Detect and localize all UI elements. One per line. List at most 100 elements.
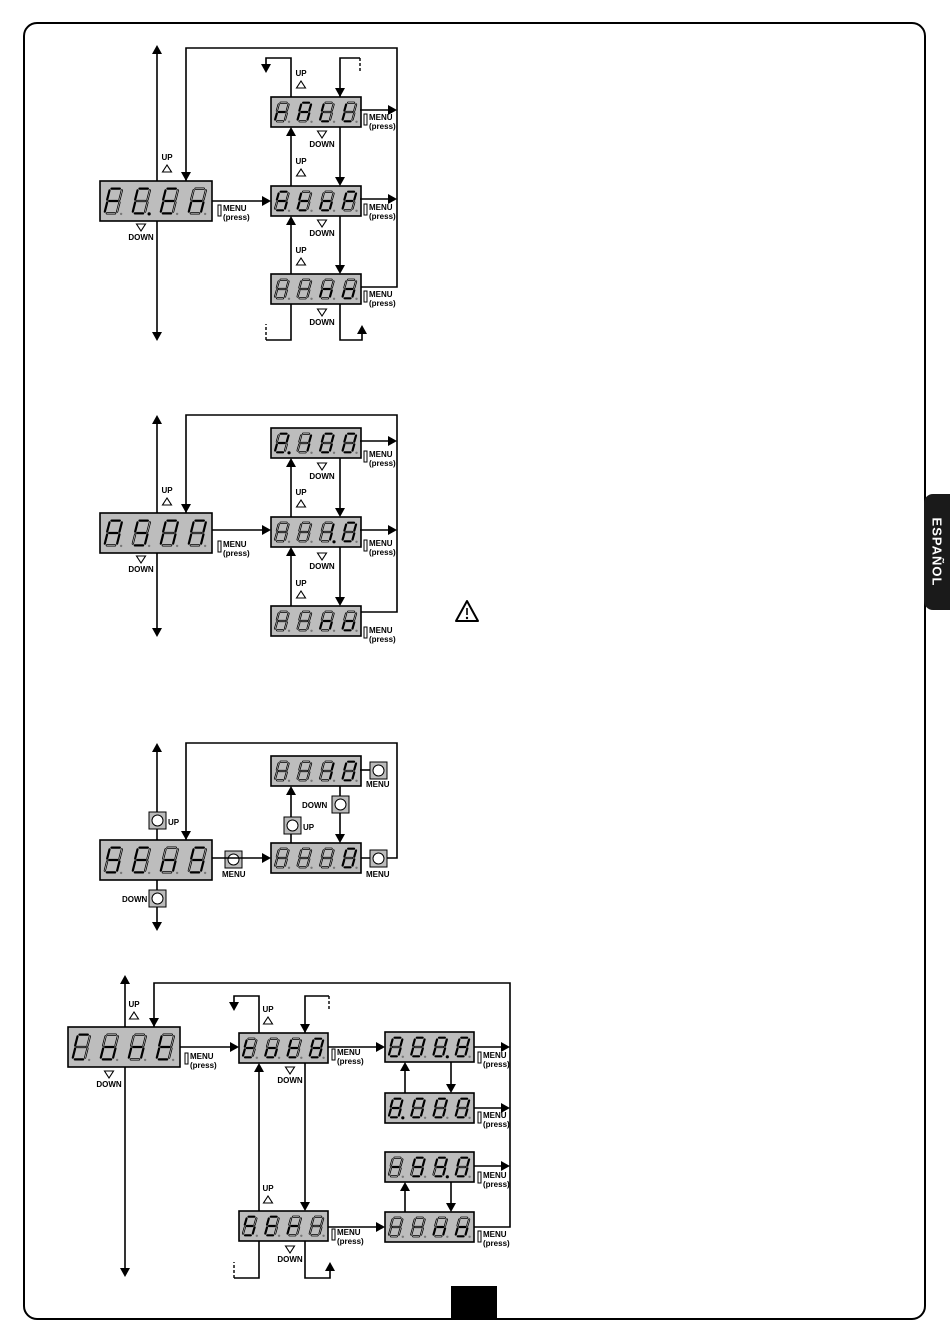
- segment-dot-off: [468, 1235, 471, 1239]
- arrowhead: [286, 458, 296, 467]
- segment-off-fill: [321, 1218, 324, 1225]
- language-tab: ESPAÑOL: [924, 494, 950, 610]
- up-label: UP: [303, 823, 315, 832]
- segment-dot-off: [355, 297, 358, 300]
- segment-on: [343, 762, 348, 771]
- press-label: (press): [483, 1180, 510, 1189]
- segment-off-fill: [307, 859, 310, 866]
- segment-dot-off: [147, 871, 151, 875]
- segment-off-fill: [319, 1227, 322, 1234]
- segment-off-fill: [352, 113, 355, 120]
- segment-on: [351, 771, 356, 780]
- segment-on: [442, 1227, 447, 1236]
- segment-on: [343, 849, 348, 858]
- segment-dot-off: [287, 209, 291, 212]
- segment-dot-off: [287, 120, 291, 124]
- menu-press-icon: [363, 203, 368, 216]
- segment-off-fill: [319, 772, 323, 779]
- segment-dot-off: [468, 1116, 471, 1120]
- round-button-icon: [227, 853, 240, 866]
- segment-on: [251, 1226, 256, 1235]
- segment-on: [320, 434, 325, 443]
- segment-dot-off: [255, 1234, 259, 1238]
- segment-off-fill: [274, 202, 278, 209]
- up-label: UP: [295, 246, 307, 255]
- segment-off-fill: [307, 202, 310, 209]
- segment-off-fill: [286, 281, 289, 288]
- segment-dot-off: [143, 1058, 147, 1062]
- arrowhead: [335, 88, 345, 97]
- up-label: UP: [161, 153, 173, 162]
- segment-dot: [332, 540, 336, 544]
- menu-label: MENU: [366, 780, 390, 789]
- segment-off-fill: [388, 1228, 392, 1235]
- segment-off-fill: [344, 281, 347, 288]
- menu-press-icon: [477, 1111, 482, 1124]
- up-label: UP: [161, 486, 173, 495]
- segment-off-fill: [284, 859, 288, 866]
- segment-off-fill: [297, 622, 300, 629]
- segment-on: [159, 860, 165, 872]
- arrowhead: [152, 45, 162, 54]
- arrowhead: [262, 196, 271, 206]
- segment-off-fill: [115, 1036, 119, 1046]
- segment-on: [144, 533, 149, 545]
- segment-off-fill: [299, 613, 302, 620]
- segment-dot: [147, 212, 151, 216]
- segment-on: [319, 443, 323, 452]
- segment-dot-off: [203, 544, 207, 548]
- segment-dot-off: [332, 120, 336, 124]
- arrowhead: [262, 853, 271, 863]
- menu-label: MENU: [369, 113, 393, 122]
- segment-on: [443, 1099, 448, 1108]
- menu-label: MENU: [190, 1052, 214, 1061]
- segment-on: [134, 521, 139, 533]
- press-label: (press): [369, 299, 396, 308]
- segment-off-fill: [147, 190, 151, 200]
- segment-off-fill: [321, 763, 324, 770]
- arrowhead: [152, 332, 162, 341]
- segment-off-fill: [299, 281, 302, 288]
- segment-on: [341, 858, 346, 867]
- arrowhead: [357, 325, 367, 334]
- segment-on: [353, 523, 358, 532]
- segment-off-fill: [297, 1227, 300, 1234]
- segment-dot-off: [322, 1056, 325, 1060]
- menu-label: MENU: [483, 1051, 507, 1060]
- segment-on: [106, 848, 111, 860]
- menu-press-icon: [363, 539, 368, 552]
- arrowhead: [181, 831, 191, 840]
- segment-off-fill: [168, 1048, 172, 1058]
- menu-press-icon: [477, 1051, 482, 1064]
- segment-dot: [445, 1055, 449, 1059]
- segment-on: [456, 1038, 461, 1047]
- press-label: (press): [223, 549, 250, 558]
- press-label: (press): [337, 1057, 364, 1066]
- segment-on: [319, 201, 323, 210]
- segment-off-fill: [286, 763, 289, 770]
- segment-on: [112, 1047, 117, 1059]
- segment-off-fill: [422, 1219, 425, 1226]
- arrowhead: [152, 922, 162, 931]
- segment-off-fill: [284, 533, 288, 540]
- segment-off-fill: [254, 1040, 257, 1047]
- segment-on: [351, 532, 356, 541]
- segment-off-fill: [266, 1040, 270, 1047]
- segment-off-fill: [412, 1219, 416, 1226]
- segment-dot-off: [468, 1175, 471, 1179]
- segment-off-fill: [297, 1049, 300, 1056]
- segment-off-fill: [274, 290, 278, 297]
- segment-off-fill: [331, 193, 334, 200]
- segment-on: [264, 1226, 269, 1235]
- menu-label: MENU: [369, 626, 393, 635]
- segment-on: [399, 1038, 404, 1047]
- segment-on: [274, 443, 278, 452]
- segment-dot-off: [401, 1235, 405, 1239]
- up-label: UP: [295, 157, 307, 166]
- segment-off-fill: [190, 190, 194, 200]
- press-label: (press): [369, 212, 396, 221]
- arrowhead: [230, 1042, 239, 1052]
- arrowhead: [388, 525, 397, 535]
- press-label: (press): [483, 1239, 510, 1248]
- segment-dot-off: [446, 1235, 449, 1239]
